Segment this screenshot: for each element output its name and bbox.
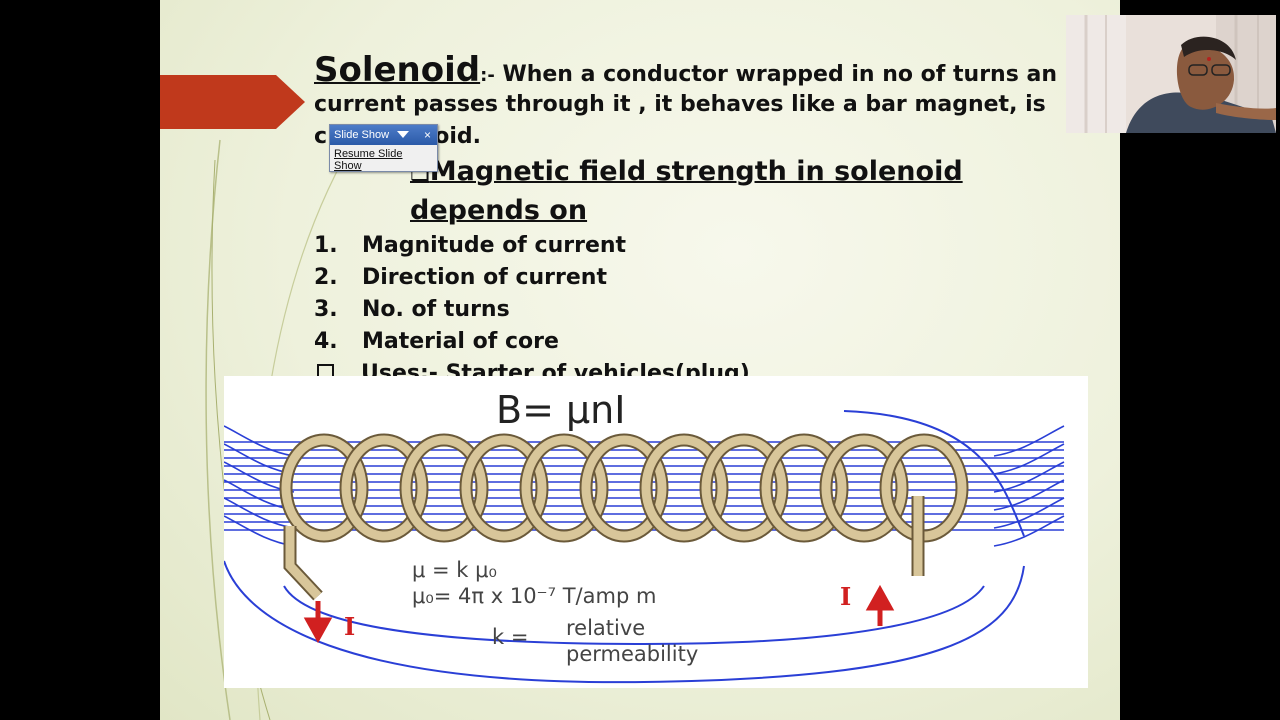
subheading-line-1: ❑Magnetic field strength in solenoid	[410, 156, 963, 187]
coil-turn	[581, 435, 667, 541]
close-icon[interactable]: ×	[423, 128, 431, 142]
coil-turn	[281, 435, 367, 541]
popup-titlebar: Slide Show ×	[330, 125, 437, 145]
list-item: 3. No. of turns	[314, 297, 510, 322]
title-line-1: Solenoid:- When a conductor wrapped in n…	[314, 50, 1057, 90]
return-loop-top-right	[843, 410, 1025, 537]
coil-turn	[641, 435, 727, 541]
current-label-right: I	[840, 582, 852, 611]
coil-turn	[401, 435, 487, 541]
current-arrow-up	[865, 584, 895, 626]
field-line-right	[993, 515, 1065, 547]
coil-turn	[761, 435, 847, 541]
slide-canvas: Solenoid:- When a conductor wrapped in n…	[160, 0, 1120, 720]
coil-turn	[521, 435, 607, 541]
dropdown-arrow-icon[interactable]	[397, 131, 409, 138]
list-number: 3.	[314, 297, 338, 322]
list-text: Material of core	[362, 329, 559, 354]
field-line-right	[993, 425, 1065, 457]
resume-slide-show-button[interactable]: Resume Slide Show	[334, 148, 403, 172]
title-word: Solenoid	[314, 50, 481, 90]
popup-title: Slide Show	[334, 129, 390, 141]
coil-turn	[701, 435, 787, 541]
coil-lead-left	[285, 526, 322, 600]
field-line-right	[993, 479, 1065, 511]
list-item: 2. Direction of current	[314, 265, 607, 290]
coil-turn	[341, 435, 427, 541]
title-line-1-text: When a conductor wrapped in no of turns …	[494, 62, 1057, 87]
list-item: 4. Material of core	[314, 329, 559, 354]
subheading-text: Magnetic field strength in solenoid	[429, 156, 963, 187]
title-accent-arrow	[160, 75, 305, 129]
list-number: 2.	[314, 265, 338, 290]
list-text: Direction of current	[362, 265, 607, 290]
formula-k: k =	[492, 625, 529, 649]
list-text: No. of turns	[362, 297, 510, 322]
solenoid-field-drawing	[224, 410, 1065, 684]
title-line-2: current passes through it , it behaves l…	[314, 92, 1046, 117]
field-line-right	[993, 497, 1065, 529]
field-line-right	[993, 461, 1065, 493]
list-text: Magnitude of current	[362, 233, 627, 258]
field-line-left	[224, 425, 295, 457]
formula-mu0: μ₀= 4π x 10⁻⁷ T/amp m	[412, 584, 657, 608]
relative-label: relative	[566, 616, 646, 640]
formula-mu: μ = k μ₀	[412, 558, 497, 582]
coil-turn	[821, 435, 907, 541]
formula-b-munI: B= μnI	[496, 388, 626, 432]
list-number: 1.	[314, 233, 338, 258]
field-line-right	[993, 443, 1065, 475]
return-loop-outer	[224, 560, 1025, 684]
coil-turn	[461, 435, 547, 541]
title-separator: :-	[480, 65, 495, 86]
list-item: 1. Magnitude of current	[314, 233, 626, 258]
solenoid-diagram: B= μnI μ = k μ₀ μ₀= 4π x 10⁻⁷ T/amp m k …	[224, 376, 1088, 688]
permeability-label: permeability	[566, 642, 699, 666]
current-label-left: I	[344, 612, 356, 641]
current-arrow-down	[303, 601, 333, 644]
presenter-image	[1066, 15, 1276, 133]
list-number: 4.	[314, 329, 338, 354]
subheading-line-2: depends on	[410, 195, 588, 226]
slide-show-popup: Slide Show × Resume Slide Show	[329, 124, 438, 172]
return-loop-inner	[283, 585, 985, 646]
webcam-video	[1066, 15, 1276, 133]
